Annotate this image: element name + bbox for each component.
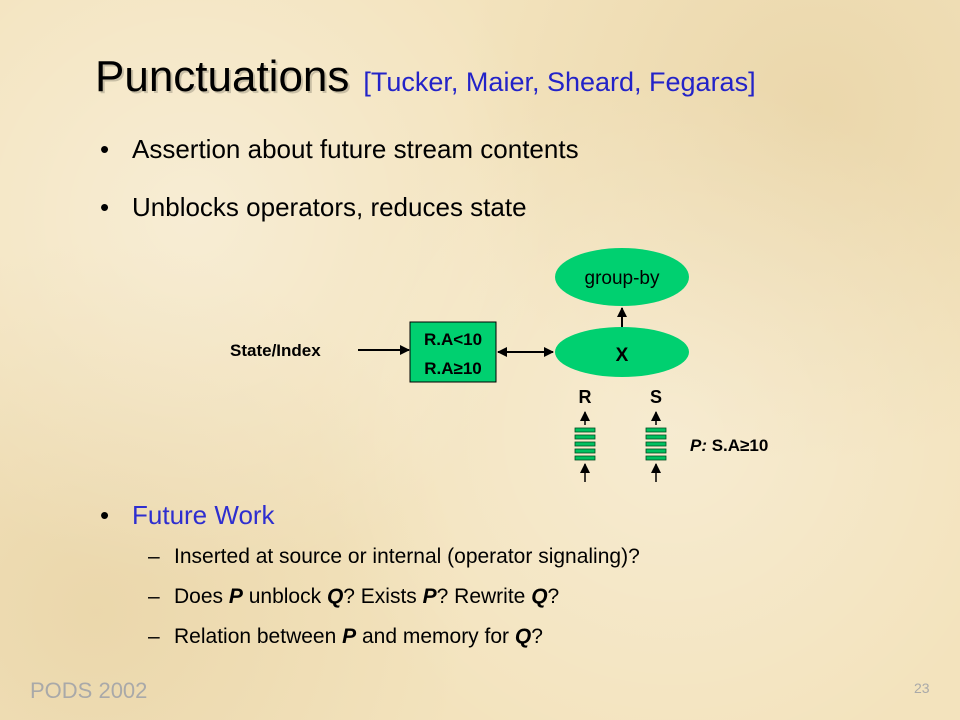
emphasis-variable: Q — [531, 585, 548, 608]
state-entry-2: R.A≥10 — [424, 359, 482, 378]
bullet-dot: • — [100, 134, 110, 164]
bullet-2: • Unblocks operators, reduces state — [100, 192, 527, 223]
sub-bullet-3: –Relation between P and memory for Q? — [148, 625, 543, 649]
join-node — [555, 327, 689, 377]
punct-text: S.A≥10 — [707, 436, 768, 455]
sub-bullet-text: Relation between P and memory for Q? — [174, 625, 543, 648]
bullet-future-work: • Future Work — [100, 500, 275, 531]
slide-title-row: Punctuations [Tucker, Maier, Sheard, Fega… — [95, 52, 756, 102]
punctuation-label: P: S.A≥10 — [690, 436, 768, 455]
state-index-label: State/Index — [230, 341, 321, 360]
sub-text-run: and memory for — [356, 625, 515, 648]
stream-s — [645, 411, 667, 482]
emphasis-variable: P — [228, 585, 243, 608]
stream-s-label: S — [650, 387, 662, 407]
sub-text-run: Relation between — [174, 625, 343, 648]
bullet-dot: • — [100, 192, 110, 222]
sub-text-run: Inserted at source or internal (operator… — [174, 545, 640, 568]
emphasis-variable: P — [422, 585, 437, 608]
sub-text-run: unblock — [242, 585, 327, 608]
groupby-label: group-by — [585, 268, 660, 289]
sub-text-run: ? — [547, 585, 560, 608]
sub-text-run: Does — [174, 585, 229, 608]
page-number: 23 — [914, 680, 930, 696]
bullet-dot: • — [100, 500, 110, 530]
sub-dash: – — [148, 625, 160, 648]
groupby-node — [555, 248, 689, 306]
future-work-heading: Future Work — [132, 500, 275, 530]
join-label: X — [616, 345, 629, 366]
sub-text-run: ? — [531, 625, 543, 648]
sub-dash: – — [148, 545, 160, 568]
sub-bullet-1: –Inserted at source or internal (operato… — [148, 545, 640, 569]
state-entry-1: R.A<10 — [424, 330, 482, 349]
title-citation: [Tucker, Maier, Sheard, Fegaras] — [363, 67, 756, 97]
state-box — [409, 321, 497, 383]
sub-bullet-2: –Does P unblock Q? Exists P? Rewrite Q? — [148, 585, 559, 609]
stream-r — [574, 411, 596, 482]
stream-r-label: R — [579, 387, 592, 407]
footer-conference: PODS 2002 — [30, 678, 148, 703]
slide-title: Punctuations — [95, 52, 350, 101]
sub-bullet-text: Inserted at source or internal (operator… — [174, 545, 640, 568]
bullet-text: Assertion about future stream contents — [132, 134, 579, 164]
emphasis-variable: P — [342, 625, 357, 648]
emphasis-variable: Q — [514, 625, 532, 648]
punct-prefix: P: — [690, 436, 707, 455]
bullet-text: Unblocks operators, reduces state — [132, 192, 527, 222]
bullet-1: • Assertion about future stream contents — [100, 134, 579, 165]
sub-dash: – — [148, 585, 160, 608]
emphasis-variable: Q — [326, 585, 344, 608]
sub-bullet-text: Does P unblock Q? Exists P? Rewrite Q? — [174, 585, 559, 608]
sub-text-run: ? Rewrite — [436, 585, 532, 608]
sub-text-run: ? Exists — [343, 585, 423, 608]
